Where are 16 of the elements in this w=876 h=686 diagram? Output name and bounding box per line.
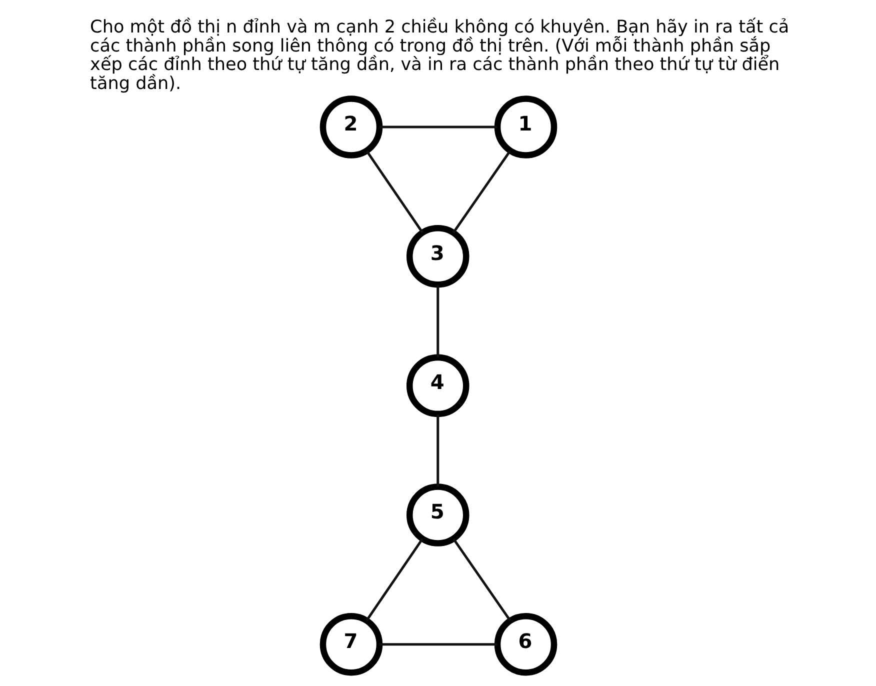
node-circle: 4 xyxy=(406,354,469,418)
node-circle: 7 xyxy=(319,612,382,676)
node-circle: 5 xyxy=(406,484,469,546)
node-circle: 6 xyxy=(494,612,557,676)
connector xyxy=(452,150,511,234)
connector xyxy=(436,285,439,358)
connector xyxy=(436,414,439,487)
connector xyxy=(365,150,424,234)
connector xyxy=(452,538,511,622)
connector xyxy=(365,538,423,622)
connector xyxy=(379,126,497,128)
connector xyxy=(379,643,497,646)
node-circle: 2 xyxy=(319,96,382,158)
node-circle: 3 xyxy=(406,224,469,288)
node-circle: 1 xyxy=(494,96,557,158)
diagram-title: Cho một đồ thị n đỉnh và m cạnh 2 chiều không có khuyên. Bạn hãy in ra tất cả các thành phần song liên thông có trong đồ thị trên. (Với mỗi thành phần sắp xếp các đỉnh theo thứ tự tăng dần, và in ra các thành phần theo thứ tự từ điển tăng dần). xyxy=(90,17,789,94)
